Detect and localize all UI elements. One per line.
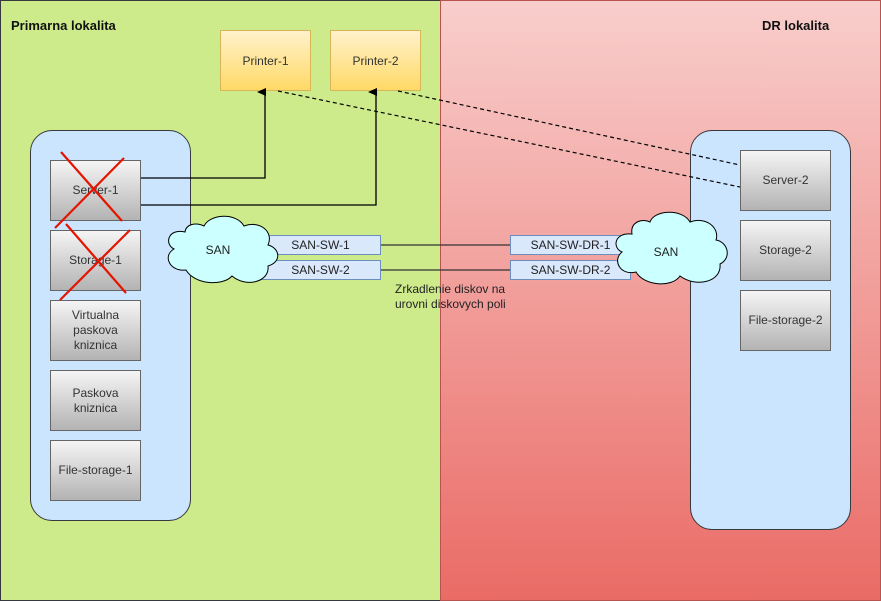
printer-1[interactable]: Printer-1 bbox=[220, 30, 311, 91]
san-sw-2[interactable]: SAN-SW-2 bbox=[260, 260, 381, 280]
mirroring-annotation-line1: Zrkadlenie diskov na bbox=[395, 282, 506, 296]
mirroring-annotation-line2: urovni diskovych poli bbox=[395, 297, 506, 311]
file-storage-2[interactable]: File-storage-2 bbox=[740, 290, 831, 351]
primary-site-title: Primarna lokalita bbox=[11, 18, 116, 33]
storage-2[interactable]: Storage-2 bbox=[740, 220, 831, 281]
printer-2[interactable]: Printer-2 bbox=[330, 30, 421, 91]
storage-1[interactable]: Storage-1 bbox=[50, 230, 141, 291]
server-1[interactable]: Server-1 bbox=[50, 160, 141, 221]
virtual-tape-library[interactable]: Virtualna paskova kniznica bbox=[50, 300, 141, 361]
mirroring-annotation: Zrkadlenie diskov na urovni diskovych po… bbox=[395, 282, 506, 312]
san-sw-dr-2[interactable]: SAN-SW-DR-2 bbox=[510, 260, 631, 280]
san-label-primary: SAN bbox=[205, 243, 231, 257]
san-label-dr: SAN bbox=[653, 245, 679, 259]
san-sw-1[interactable]: SAN-SW-1 bbox=[260, 235, 381, 255]
tape-library[interactable]: Paskova kniznica bbox=[50, 370, 141, 431]
file-storage-1[interactable]: File-storage-1 bbox=[50, 440, 141, 501]
san-sw-dr-1[interactable]: SAN-SW-DR-1 bbox=[510, 235, 631, 255]
server-2[interactable]: Server-2 bbox=[740, 150, 831, 211]
dr-site-title: DR lokalita bbox=[762, 18, 830, 33]
